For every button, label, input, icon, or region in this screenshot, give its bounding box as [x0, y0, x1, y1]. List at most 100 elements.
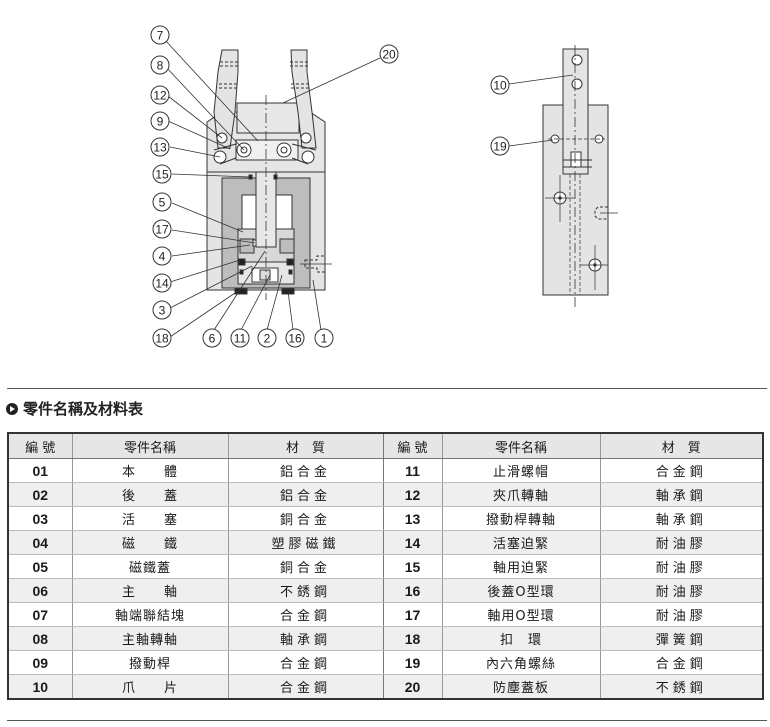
callout: 19 [490, 136, 510, 156]
part-number: 01 [7, 458, 73, 483]
part-material: 銅合金 [227, 554, 384, 579]
part-name: 內六角螺絲 [441, 650, 601, 675]
callout-label: 18 [155, 332, 169, 346]
part-number: 06 [7, 578, 73, 603]
part-material: 銅合金 [227, 506, 384, 531]
part-number: 12 [382, 482, 443, 507]
header-part-name: 零件名稱 [71, 432, 229, 459]
part-material: 耐油膠 [599, 554, 764, 579]
side-view [542, 45, 618, 310]
part-material: 合金鋼 [227, 602, 384, 627]
callout: 8 [150, 55, 170, 75]
part-material: 耐油膠 [599, 602, 764, 627]
divider-bottom [7, 720, 767, 721]
callout: 9 [150, 111, 170, 131]
part-number: 18 [382, 626, 443, 651]
part-material: 不銹鋼 [227, 578, 384, 603]
part-name: 軸用O型環 [441, 602, 601, 627]
part-name: 主軸轉軸 [71, 626, 229, 651]
part-number: 09 [7, 650, 73, 675]
callout: 17 [152, 219, 172, 239]
callout: 20 [379, 44, 399, 64]
part-name: 主 軸 [71, 578, 229, 603]
callouts-left: 7 8 12 9 13 15 5 17 4 14 3 18 [150, 25, 172, 348]
table-header-row: 編 號 零件名稱 材 質 編 號 零件名稱 材 質 [7, 432, 764, 459]
callout-label: 10 [493, 79, 507, 93]
part-number: 05 [7, 554, 73, 579]
part-number: 10 [7, 674, 73, 700]
leader-lines-front [164, 39, 381, 338]
part-name: 軸用迫緊 [441, 554, 601, 579]
part-material: 軸承鋼 [599, 482, 764, 507]
part-name: 活 塞 [71, 506, 229, 531]
callout-label: 2 [264, 332, 271, 346]
circle-arrow-right-icon [6, 402, 18, 415]
part-name: 本 體 [71, 458, 229, 483]
part-name: 防塵蓋板 [441, 674, 601, 700]
header-material: 材 質 [599, 432, 764, 459]
callout-label: 11 [234, 332, 247, 346]
front-section-view [206, 49, 332, 300]
callout: 3 [152, 300, 172, 320]
part-name: 後 蓋 [71, 482, 229, 507]
section-heading: 零件名稱及材料表 [6, 398, 143, 419]
callout: 16 [285, 328, 305, 348]
part-number: 08 [7, 626, 73, 651]
callout-label: 20 [382, 48, 396, 62]
part-name: 夾爪轉軸 [441, 482, 601, 507]
header-no: 編 號 [7, 432, 73, 459]
header-part-name: 零件名稱 [441, 432, 601, 459]
callout-label: 16 [288, 332, 302, 346]
callout-label: 3 [159, 304, 166, 318]
part-name: 爪 片 [71, 674, 229, 700]
part-name: 磁鐵蓋 [71, 554, 229, 579]
part-name: 撥動桿 [71, 650, 229, 675]
part-material: 塑膠磁鐵 [227, 530, 384, 555]
callout: 7 [150, 25, 170, 45]
callout-label: 17 [155, 223, 169, 237]
callout: 10 [490, 75, 510, 95]
header-material: 材 質 [227, 432, 384, 459]
part-number: 11 [382, 458, 443, 483]
callout-label: 13 [153, 141, 167, 155]
part-material: 耐油膠 [599, 578, 764, 603]
callout-label: 15 [155, 168, 169, 182]
callout-label: 14 [155, 277, 169, 291]
callouts-bottom: 6 11 2 16 1 [202, 328, 334, 348]
part-number: 19 [382, 650, 443, 675]
part-name: 撥動桿轉軸 [441, 506, 601, 531]
gripper-cross-section-diagram: 7 8 12 9 13 15 5 17 4 14 3 18 6 11 2 16 … [150, 25, 618, 348]
callout-label: 12 [153, 89, 167, 103]
callout-label: 1 [321, 332, 328, 346]
part-material: 不銹鋼 [599, 674, 764, 700]
part-number: 16 [382, 578, 443, 603]
callout-label: 6 [209, 332, 216, 346]
callout-label: 9 [157, 115, 164, 129]
part-material: 合金鋼 [599, 458, 764, 483]
jaw-right [290, 49, 317, 149]
part-material: 合金鋼 [599, 650, 764, 675]
callout: 11 [230, 328, 250, 348]
part-material: 合金鋼 [227, 650, 384, 675]
callout-label: 4 [159, 250, 166, 264]
part-name: 後蓋O型環 [441, 578, 601, 603]
callout-label: 8 [157, 59, 164, 73]
part-number: 13 [382, 506, 443, 531]
part-material: 合金鋼 [227, 674, 384, 700]
part-material: 耐油膠 [599, 530, 764, 555]
part-number: 03 [7, 506, 73, 531]
leader-lines-side [508, 74, 574, 147]
part-number: 04 [7, 530, 73, 555]
part-number: 20 [382, 674, 443, 700]
callout: 12 [150, 85, 170, 105]
part-material: 軸承鋼 [599, 506, 764, 531]
part-name: 軸端聯結塊 [71, 602, 229, 627]
